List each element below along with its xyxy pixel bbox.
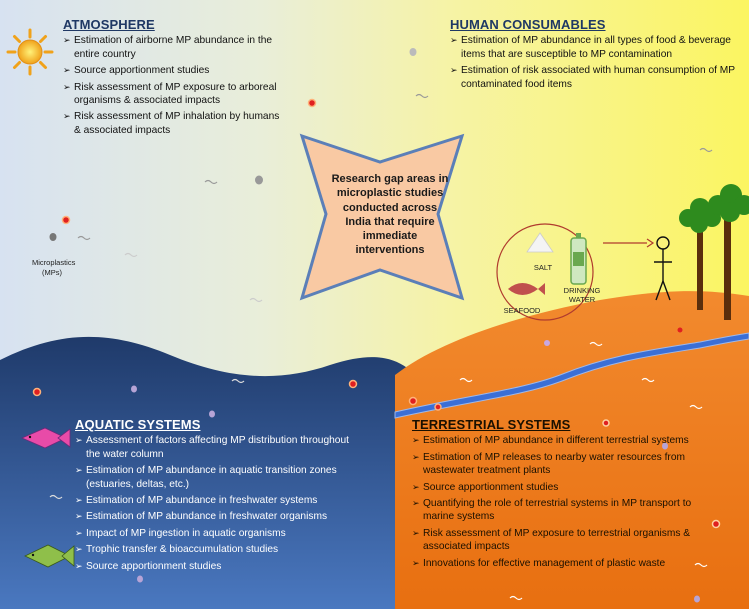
list-item: Trophic transfer & bioaccumulation studi… [75, 543, 360, 557]
list-item: Risk assessment of MP inhalation by huma… [63, 110, 283, 137]
arrow-to-human [603, 238, 655, 248]
list-item: Estimation of MP abundance in aquatic tr… [75, 464, 360, 491]
list-item: Source apportionment studies [63, 64, 283, 78]
aquatic-systems-section: AQUATIC SYSTEMS Assessment of factors af… [75, 418, 360, 576]
drinking-water-label: DRINKING WATER [563, 286, 601, 304]
terrestrial-systems-list: Estimation of MP abundance in different … [412, 434, 712, 570]
list-item: Risk assessment of MP exposure to arbore… [63, 81, 283, 108]
list-item: Estimation of MP abundance in freshwater… [75, 494, 360, 508]
terrestrial-systems-section: TERRESTRIAL SYSTEMS Estimation of MP abu… [412, 418, 712, 573]
list-item: Source apportionment studies [412, 481, 712, 495]
human-consumables-section: HUMAN CONSUMABLES Estimation of MP abund… [450, 18, 745, 94]
salt-label: SALT [533, 263, 553, 272]
list-item: Estimation of MP abundance in different … [412, 434, 712, 448]
list-item: Risk assessment of MP exposure to terres… [412, 527, 712, 554]
center-text: Research gap areas in microplastic studi… [331, 173, 449, 257]
atmosphere-section: ATMOSPHERE Estimation of airborne MP abu… [63, 18, 283, 140]
atmosphere-list: Estimation of airborne MP abundance in t… [63, 34, 283, 137]
list-item: Estimation of MP releases to nearby wate… [412, 451, 712, 478]
center-cross-box [299, 133, 465, 301]
list-item: Quantifying the role of terrestrial syst… [412, 497, 712, 524]
sun-icon [6, 28, 54, 76]
pink-fish-icon [20, 427, 71, 449]
aquatic-systems-title: AQUATIC SYSTEMS [75, 417, 201, 432]
consumables-circle [496, 223, 594, 321]
list-item: Assessment of factors affecting MP distr… [75, 434, 360, 461]
list-item: Estimation of MP abundance in freshwater… [75, 510, 360, 524]
terrestrial-systems-title: TERRESTRIAL SYSTEMS [412, 417, 571, 432]
human-consumables-title: HUMAN CONSUMABLES [450, 17, 606, 32]
microplastic-particles [32, 48, 721, 603]
list-item: Impact of MP ingestion in aquatic organi… [75, 527, 360, 541]
green-fish-icon [24, 544, 75, 568]
human-figure-icon [654, 236, 672, 301]
human-consumables-list: Estimation of MP abundance in all types … [450, 34, 745, 91]
list-item: Innovations for effective management of … [412, 557, 712, 571]
seafood-fish-icon [508, 283, 545, 295]
list-item: Source apportionment studies [75, 560, 360, 574]
microplastics-label: Microplastics (MPs) [32, 258, 76, 277]
list-item: Estimation of MP abundance in all types … [450, 34, 745, 61]
salt-icon [526, 232, 554, 253]
list-item: Estimation of airborne MP abundance in t… [63, 34, 283, 61]
list-item: Estimation of risk associated with human… [450, 64, 745, 91]
bottle-icon [570, 233, 587, 285]
aquatic-systems-list: Assessment of factors affecting MP distr… [75, 434, 360, 573]
trees-icon [679, 184, 749, 320]
seafood-label: SEAFOOD [503, 306, 541, 315]
river [394, 332, 749, 419]
atmosphere-title: ATMOSPHERE [63, 17, 155, 32]
